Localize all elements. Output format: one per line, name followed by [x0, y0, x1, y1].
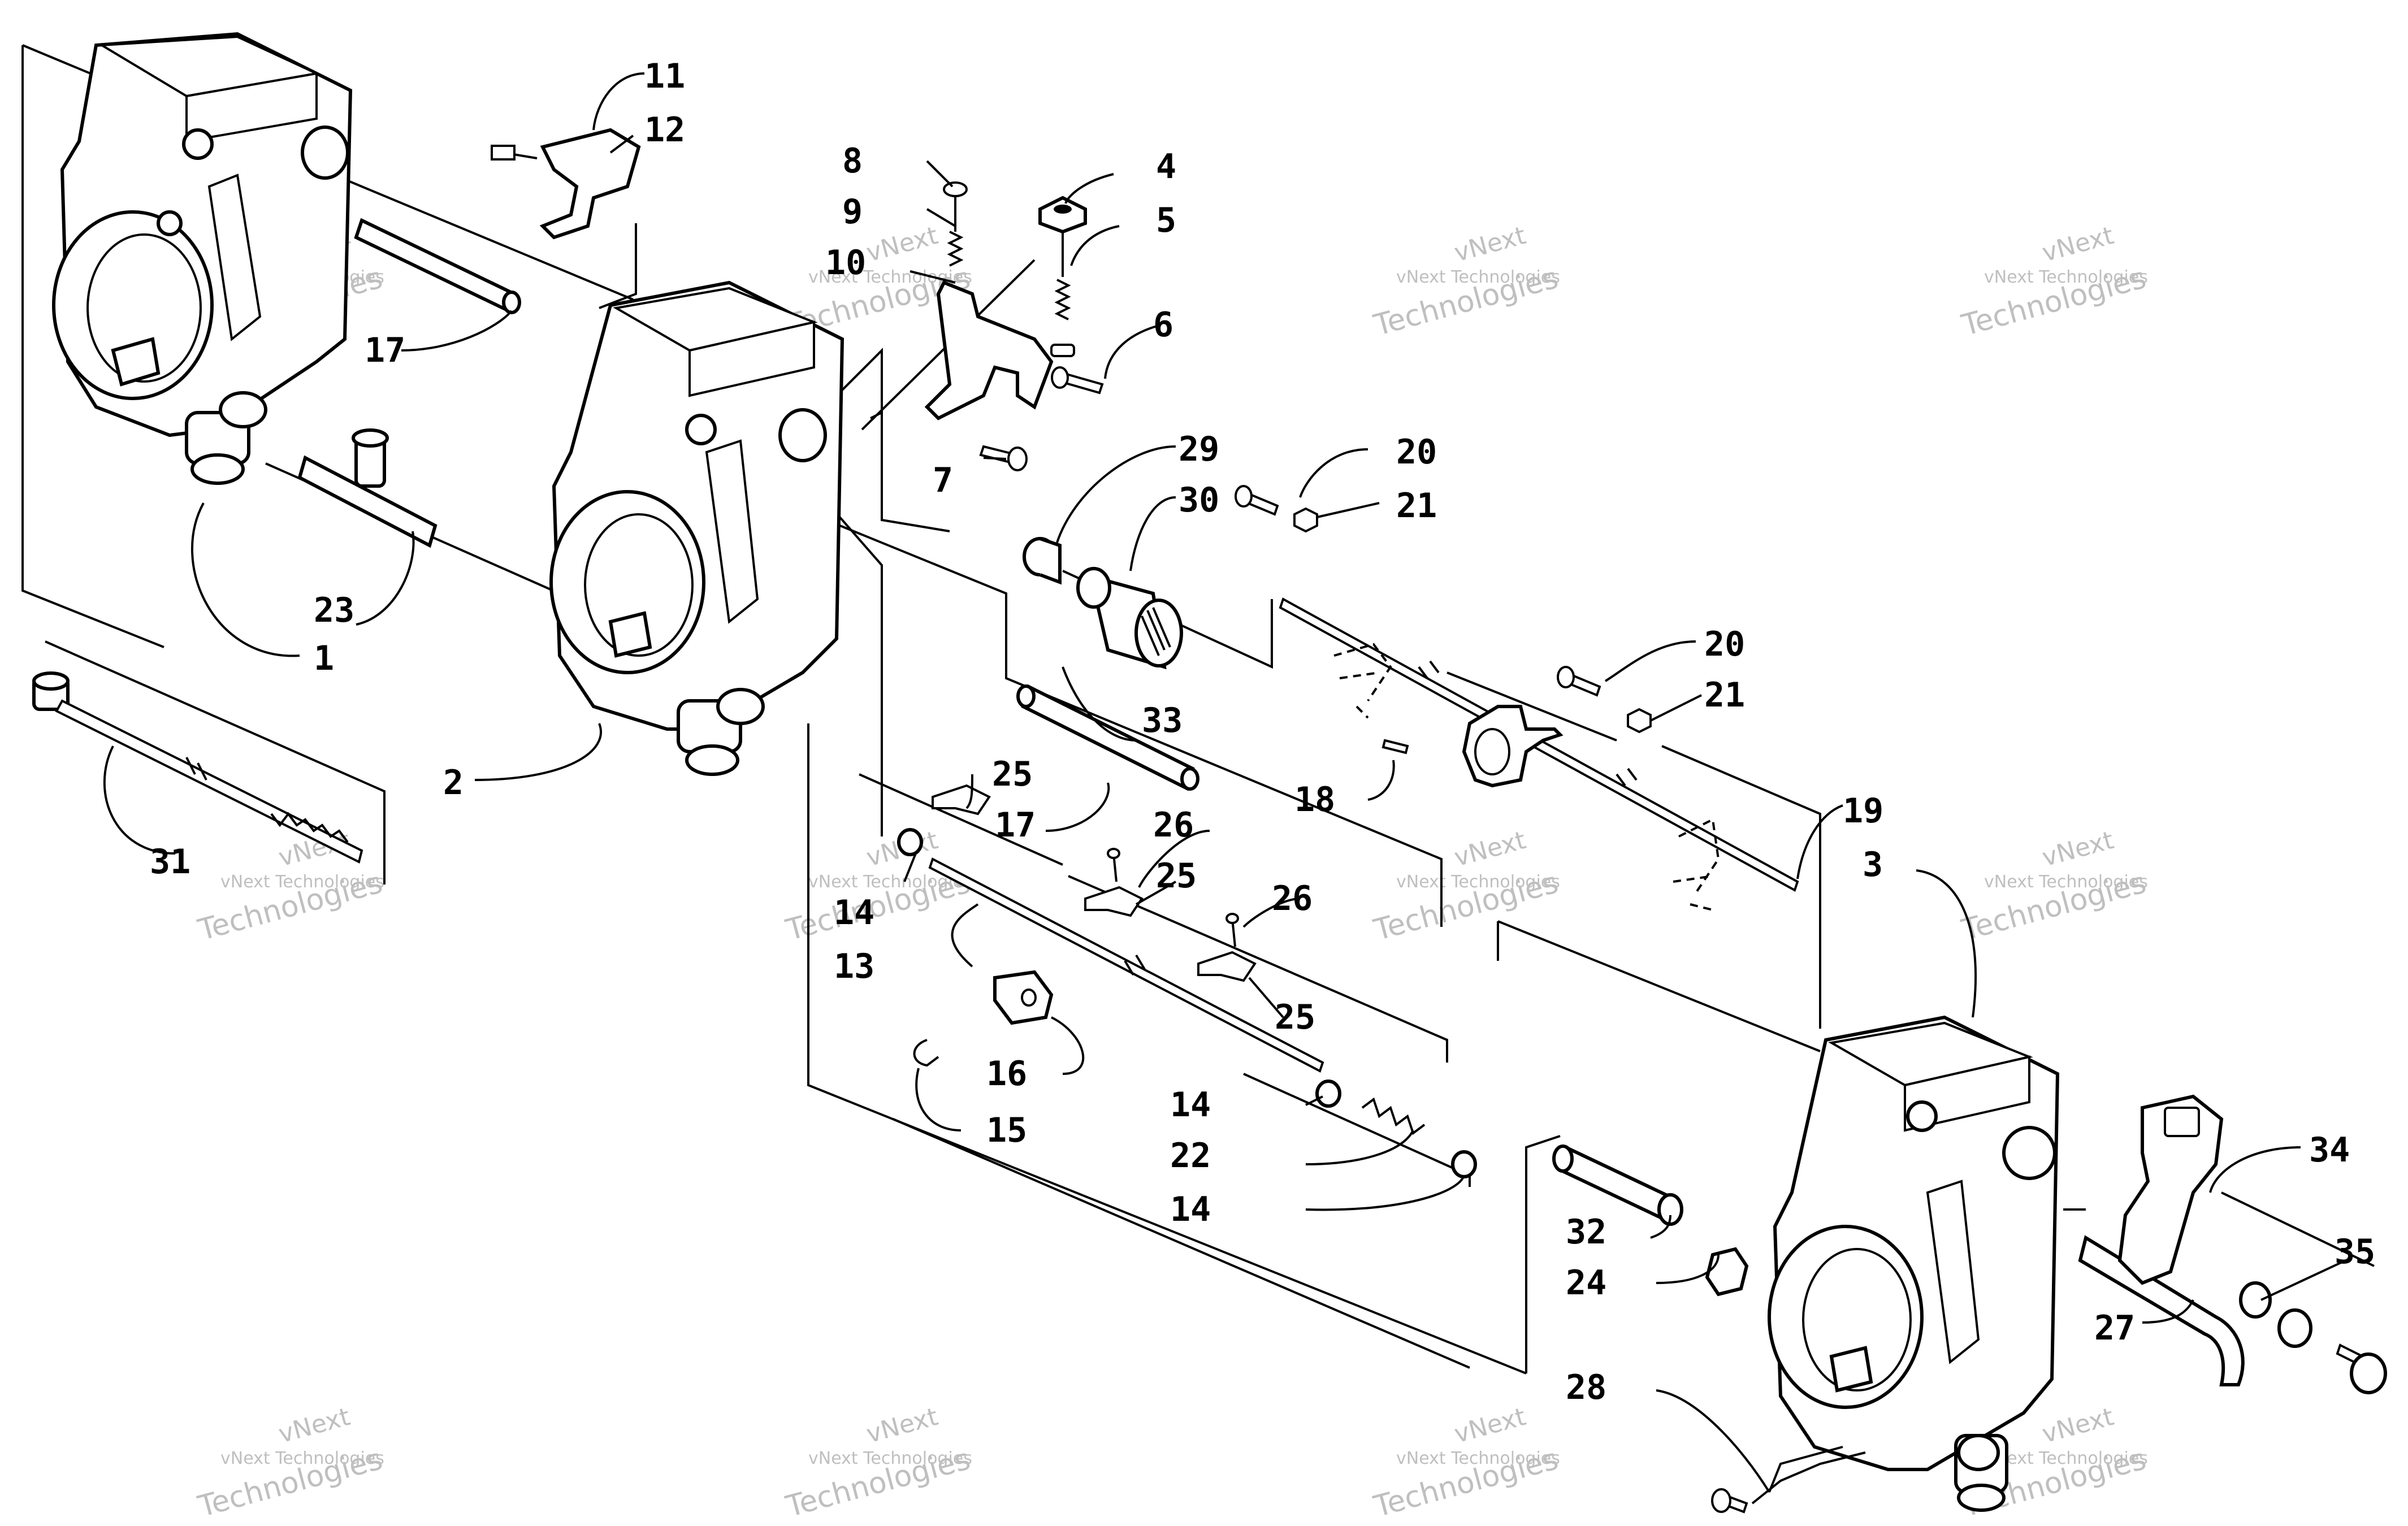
watermark-text: vNext Technologies: [220, 1449, 384, 1468]
label-33: 33: [1142, 701, 1183, 740]
label-2: 2: [443, 763, 464, 803]
watermark-text: vNext Technologies: [1396, 1449, 1560, 1468]
label-4: 4: [1156, 147, 1176, 187]
label-1: 1: [314, 639, 334, 678]
label-21b: 21: [1704, 675, 1745, 715]
label-8: 8: [842, 141, 863, 181]
label-15: 15: [986, 1111, 1027, 1150]
watermark-text: vNext Technologies: [1984, 1449, 2148, 1468]
label-22: 22: [1170, 1136, 1211, 1176]
label-10: 10: [825, 243, 866, 283]
label-27: 27: [2094, 1308, 2135, 1348]
label-26b: 26: [1272, 879, 1313, 918]
label-14a: 14: [834, 893, 874, 933]
label-34: 34: [2309, 1130, 2350, 1170]
watermark-text: vNext: [275, 1402, 353, 1449]
label-16: 16: [986, 1054, 1027, 1094]
watermark-text: vNext Technologies: [1396, 267, 1560, 287]
label-25a: 25: [992, 755, 1033, 794]
label-14c: 14: [1170, 1190, 1211, 1229]
label-19: 19: [1843, 791, 1883, 831]
label-20a: 20: [1396, 432, 1437, 472]
watermark-text: vNext: [1451, 221, 1528, 268]
carburetor-3: [1768, 1015, 2060, 1512]
label-9: 9: [842, 192, 863, 232]
callout-labels: 1 2 3 4 5 6 7 8 9 10 11 12 13 14 14 14 1…: [150, 57, 2375, 1407]
watermark-text: vNext Technologies: [1984, 267, 2148, 287]
label-29: 29: [1179, 430, 1219, 469]
label-23: 23: [314, 591, 354, 630]
watermark-text: vNext Technologies: [220, 872, 384, 892]
label-17a: 17: [365, 331, 405, 370]
label-5: 5: [1156, 201, 1176, 240]
label-24: 24: [1566, 1263, 1606, 1303]
label-7: 7: [933, 461, 953, 500]
watermark-text: vNext: [863, 221, 941, 268]
watermark-text: vNext Technologies: [808, 1449, 972, 1468]
label-32: 32: [1566, 1212, 1606, 1252]
watermark-text: vNext: [1451, 1402, 1528, 1449]
carburetor-1: [52, 32, 353, 485]
label-14b: 14: [1170, 1085, 1211, 1125]
label-25c: 25: [1275, 998, 1315, 1037]
watermark-text: vNext Technologies: [1984, 872, 2148, 892]
watermark-text: vNext: [2039, 221, 2116, 268]
label-21a: 21: [1396, 486, 1437, 526]
label-28: 28: [1566, 1368, 1606, 1407]
leader-lines: [103, 72, 2346, 1493]
parts: [32, 128, 2387, 1514]
label-26a: 26: [1153, 805, 1194, 845]
watermark-text: vNext: [863, 1402, 941, 1449]
label-17b: 17: [995, 805, 1036, 845]
label-25b: 25: [1156, 856, 1197, 896]
label-35: 35: [2335, 1232, 2375, 1272]
label-13: 13: [834, 947, 874, 986]
label-20b: 20: [1704, 625, 1745, 664]
carburetor-2: [549, 280, 844, 776]
label-12: 12: [644, 110, 685, 150]
label-31: 31: [150, 842, 190, 882]
label-18: 18: [1294, 780, 1335, 820]
watermark-text: vNext: [2039, 826, 2116, 873]
label-3: 3: [1863, 845, 1883, 885]
watermark-text: vNext: [2039, 1402, 2116, 1449]
label-30: 30: [1179, 480, 1219, 520]
label-11: 11: [644, 57, 685, 96]
watermark-text: vNext: [1451, 826, 1528, 873]
label-6: 6: [1153, 305, 1173, 345]
watermark-text: vNext Technologies: [1396, 872, 1560, 892]
